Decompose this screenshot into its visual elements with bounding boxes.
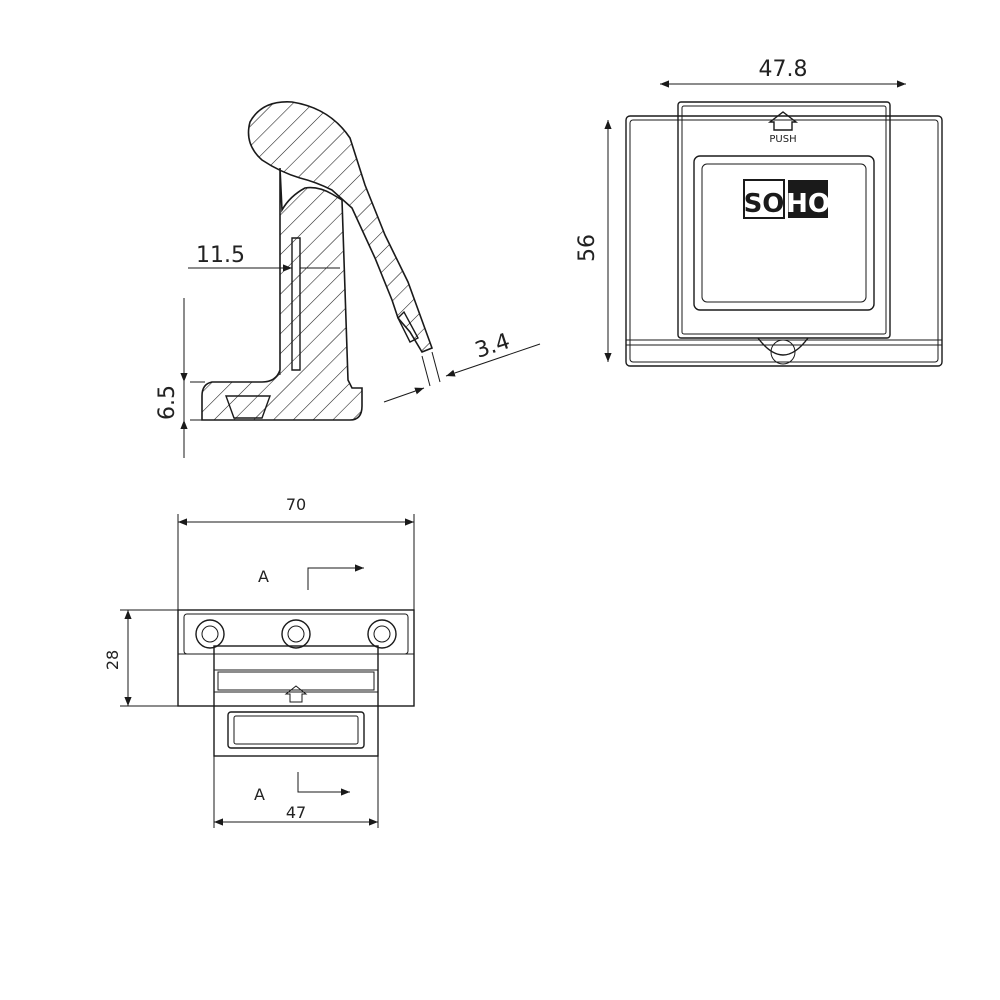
dim-top-depth: 28 — [103, 650, 122, 670]
push-arrow-icon-small — [284, 685, 308, 703]
screw-hole-center — [281, 619, 311, 649]
section-view: 11.5 6.5 3.4 — [155, 101, 541, 458]
dim-front-width: 47.8 — [759, 57, 808, 82]
top-view: 70 A 28 A 47 — [103, 495, 415, 828]
section-mark-top: A — [258, 567, 269, 586]
front-lid — [677, 101, 891, 339]
countersink — [225, 395, 271, 419]
dim-lid-thickness: 3.4 — [472, 329, 513, 364]
lid-slot — [397, 310, 419, 343]
cover-window — [227, 711, 365, 749]
push-label: PUSH — [769, 134, 796, 145]
inner-cavity — [291, 237, 301, 371]
logo-text-ho: HO — [786, 189, 830, 219]
bottom-latch — [757, 337, 809, 356]
dim-hinge-offset: 11.5 — [196, 243, 245, 268]
soho-logo: SO HO — [743, 179, 830, 219]
push-arrow-icon — [767, 111, 799, 131]
dim-front-height: 56 — [575, 234, 600, 262]
lid-section — [247, 101, 434, 353]
section-mark-bottom: A — [254, 785, 265, 804]
screw-hole-right — [367, 619, 397, 649]
screw-hole-left — [195, 619, 225, 649]
front-outer-frame — [625, 115, 943, 367]
dim-top-width: 70 — [286, 495, 306, 514]
dim-cover-width: 47 — [286, 803, 306, 822]
logo-text-so: SO — [744, 189, 785, 219]
front-view: PUSH SO HO 47.8 56 — [575, 57, 943, 367]
dim-base-height: 6.5 — [155, 385, 180, 420]
window-frame — [693, 155, 875, 311]
cover — [213, 645, 379, 757]
base-section — [201, 167, 363, 421]
base-plate — [177, 609, 415, 707]
